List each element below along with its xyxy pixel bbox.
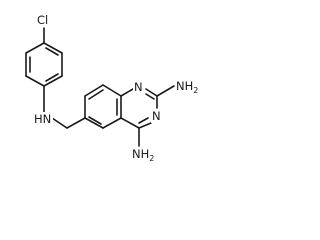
bond-bz-c7-c8	[84, 84, 104, 97]
amine-4-label: NH2	[132, 147, 154, 163]
bond-ph-6-1	[43, 42, 63, 54]
bond-ph-3-4	[25, 75, 45, 87]
bond-bz-c4a-c5	[102, 117, 122, 129]
chlorine-label: Cl	[37, 13, 48, 27]
amine-2-nh: NH	[176, 79, 193, 93]
atom-labels: Cl HN N N NH2 NH2	[33, 13, 205, 163]
amine-4-subscript: 2	[149, 154, 154, 163]
bond-bz-c8-c8a	[102, 84, 122, 97]
bond-ph-4-5	[43, 75, 63, 87]
bond-py-c4-c4a	[120, 117, 140, 129]
bond-py-n1-c2-double	[145, 93, 155, 100]
bond-ph-double-b	[45, 73, 59, 82]
bond-c2-nh2	[156, 85, 175, 97]
bond-py-c8a-n1	[120, 88, 134, 97]
bond-py-n3-c4	[138, 122, 152, 129]
ring-n1-label: N	[134, 80, 143, 94]
amine-2-label: NH2	[176, 79, 198, 95]
bond-ch2-ring	[66, 117, 86, 129]
bond-bz-c5-c6	[84, 117, 104, 129]
ring-n3-label: N	[152, 109, 161, 123]
bond-nh-ch2	[51, 117, 68, 129]
bond-bz-double-a	[88, 89, 104, 100]
amine-4-nh: NH	[132, 147, 149, 161]
bond-py-n3-c4-double	[138, 117, 149, 124]
bonds	[25, 27, 175, 147]
chemical-structure-diagram: Cl HN N N NH2 NH2	[25, 13, 205, 163]
bond-ph-double-c	[45, 47, 59, 56]
bond-ph-1-2	[25, 42, 45, 54]
bond-py-n1-c2	[145, 88, 158, 97]
amine-2-subscript: 2	[193, 86, 198, 95]
bond-bz-double-c	[88, 116, 102, 125]
linker-nh-label: HN	[34, 112, 51, 126]
